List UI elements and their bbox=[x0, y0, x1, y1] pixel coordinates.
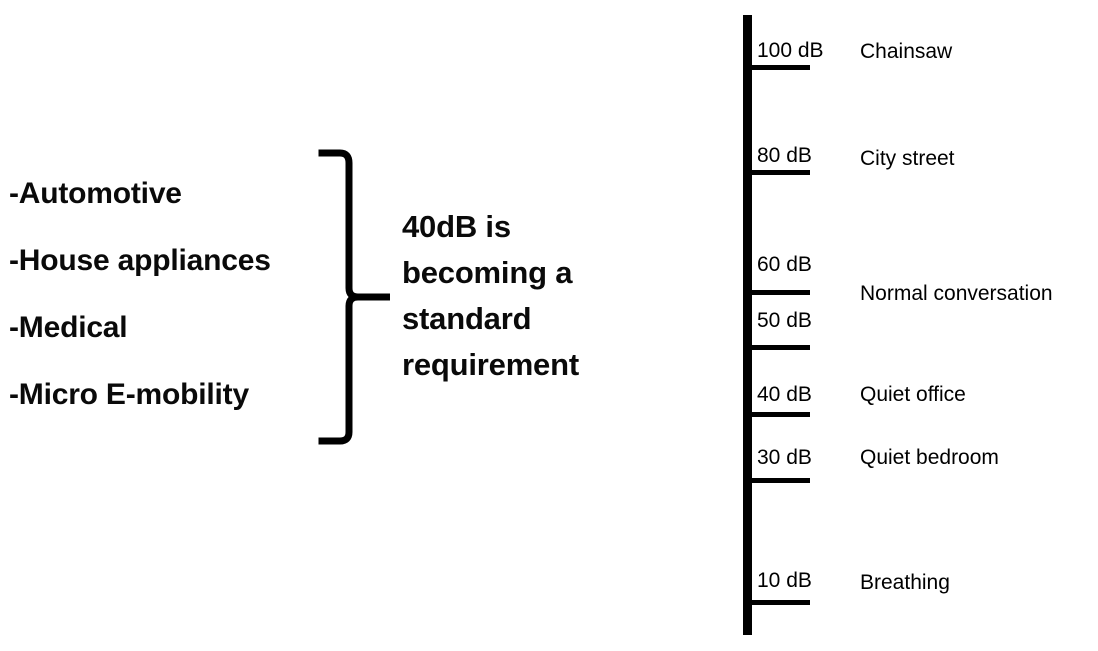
list-item: -House appliances bbox=[9, 244, 271, 277]
callout-line: 40dB is bbox=[402, 209, 511, 244]
application-list: -Automotive -House appliances -Medical -… bbox=[9, 160, 339, 428]
tick-value-label: 60 dB bbox=[757, 253, 812, 276]
callout-line: becoming a bbox=[402, 255, 573, 290]
scale-tick bbox=[743, 290, 810, 295]
sound-source-label: City street bbox=[860, 147, 955, 170]
tick-value-label: 30 dB bbox=[757, 446, 812, 469]
list-item: -Micro E-mobility bbox=[9, 378, 249, 411]
sound-source-label: Quiet office bbox=[860, 383, 966, 406]
list-item: -Automotive bbox=[9, 177, 182, 210]
scale-tick bbox=[743, 600, 810, 605]
tick-value-label: 40 dB bbox=[757, 383, 812, 406]
sound-source-label: Breathing bbox=[860, 571, 950, 594]
tick-value-label: 10 dB bbox=[757, 569, 812, 592]
tick-value-label: 50 dB bbox=[757, 309, 812, 332]
scale-tick bbox=[743, 170, 810, 175]
scale-tick bbox=[743, 65, 810, 70]
sound-source-label: Chainsaw bbox=[860, 40, 953, 63]
scale-tick bbox=[743, 412, 810, 417]
tick-value-label: 80 dB bbox=[757, 144, 812, 167]
callout-line: standard bbox=[402, 301, 532, 336]
scale-tick bbox=[743, 345, 810, 350]
tick-value-label: 100 dB bbox=[757, 39, 824, 62]
callout-line: requirement bbox=[402, 347, 579, 382]
callout-statement: 40dB is becoming a standard requirement bbox=[402, 204, 652, 388]
scale-axis-line bbox=[743, 15, 752, 635]
scale-tick bbox=[743, 478, 810, 483]
sound-source-label: Quiet bedroom bbox=[860, 446, 999, 469]
curly-brace-icon bbox=[316, 144, 398, 460]
list-item: -Medical bbox=[9, 311, 128, 344]
sound-source-label: Normal conversation bbox=[860, 282, 1053, 305]
